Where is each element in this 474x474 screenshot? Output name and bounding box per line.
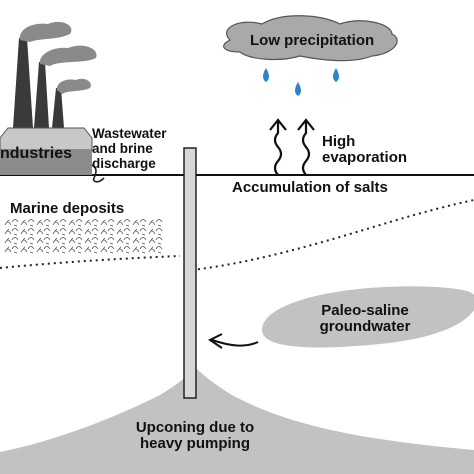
paleo-saline-groundwater-lens	[262, 286, 474, 348]
label-industries: ndustries	[0, 145, 73, 162]
rain-drop-icon	[263, 68, 339, 96]
label-paleo-saline-groundwater: Paleo-saline groundwater	[319, 302, 411, 335]
label-low-precipitation: Low precipitation	[250, 32, 375, 49]
marine-deposit-pattern	[4, 218, 164, 254]
smoke-icon	[19, 21, 97, 94]
label-accumulation-of-salts: Accumulation of salts	[232, 179, 388, 196]
label-upconing: Upconing due to heavy pumping	[135, 419, 255, 452]
label-high-evaporation: High evaporation	[322, 133, 408, 166]
label-wastewater-discharge: Wastewater and brine discharge	[92, 126, 167, 171]
discharge-pipe	[91, 164, 105, 183]
well-icon	[183, 147, 197, 399]
aquifer-boundary-right	[191, 199, 474, 271]
label-marine-deposits: Marine deposits	[10, 200, 125, 217]
upconing-saline-zone	[0, 368, 474, 474]
aquifer-boundary-left	[0, 255, 181, 269]
factory-icon	[0, 38, 93, 175]
cloud-icon	[223, 15, 398, 62]
flow-arrow-icon	[208, 333, 259, 349]
evaporation-arrow-icon	[269, 118, 315, 176]
